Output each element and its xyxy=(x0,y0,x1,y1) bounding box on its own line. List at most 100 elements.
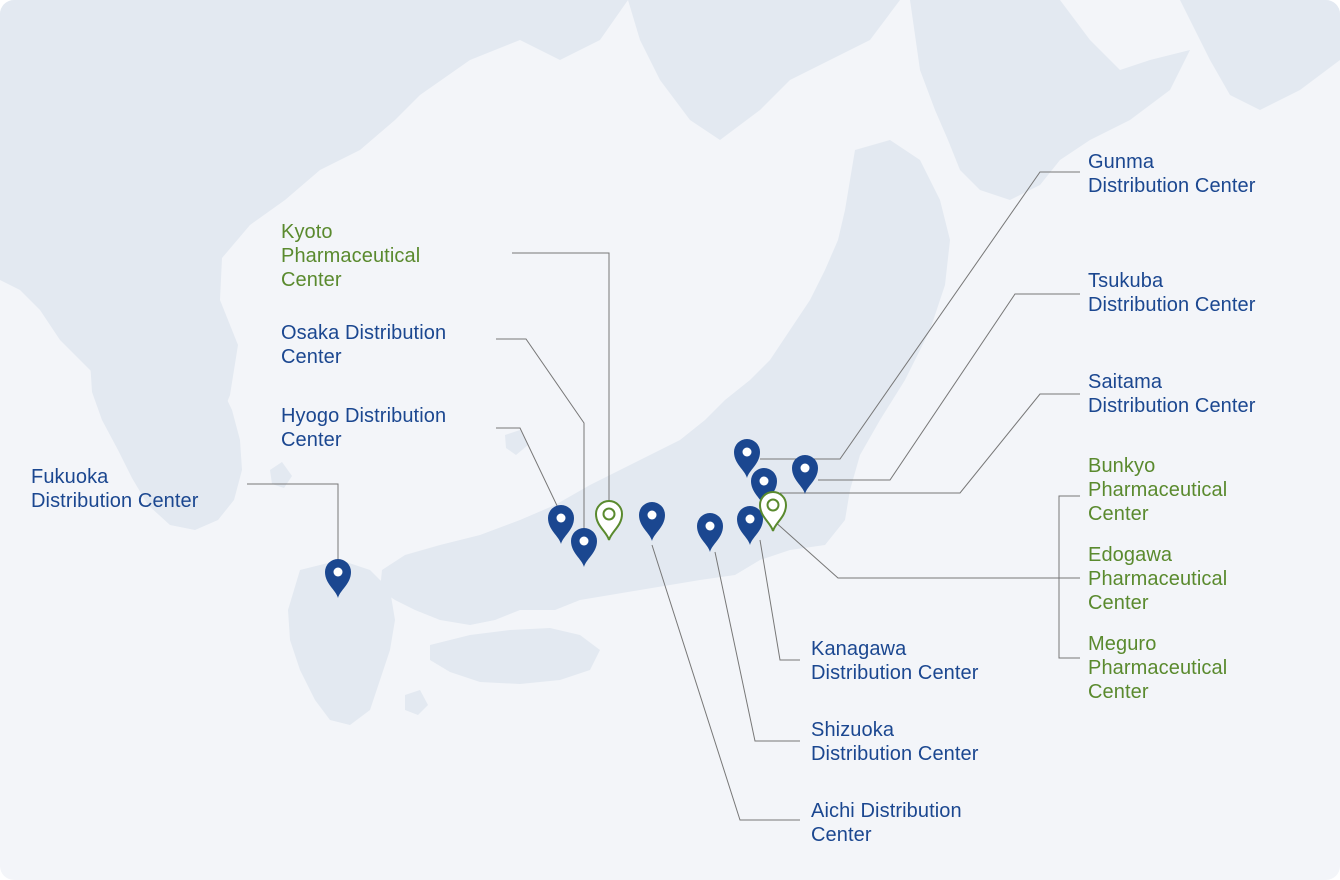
label-line: Shizuoka xyxy=(811,719,895,741)
label-kyoto-pharmaceutical-center[interactable]: Kyoto Pharmaceutical Center xyxy=(281,220,420,292)
leader-line xyxy=(247,483,339,572)
label-fukuoka-distribution-center[interactable]: Fukuoka Distribution Center xyxy=(31,465,199,513)
small-island xyxy=(505,430,528,455)
label-line: Gunma xyxy=(1088,151,1155,173)
label-line: Meguro xyxy=(1088,633,1157,655)
label-aichi-distribution-center[interactable]: Aichi Distribution Center xyxy=(811,799,962,847)
leader-line xyxy=(496,338,585,540)
pin-body xyxy=(325,559,351,598)
label-line: Center xyxy=(281,429,342,451)
label-line: Center xyxy=(811,824,872,846)
pin-body xyxy=(571,528,597,567)
pin-body xyxy=(751,468,777,507)
label-line: Center xyxy=(1088,592,1149,614)
label-line: Kyoto xyxy=(281,221,333,243)
map-pin-filled-icon[interactable] xyxy=(571,528,597,567)
label-line: Center xyxy=(1088,503,1149,525)
map-pin-filled-icon[interactable] xyxy=(792,455,818,494)
map-pin-outline-icon[interactable] xyxy=(758,491,788,532)
label-line: Pharmaceutical xyxy=(281,245,421,267)
label-kanagawa-distribution-center[interactable]: Kanagawa Distribution Center xyxy=(811,637,979,685)
pin-dot xyxy=(800,463,810,473)
label-line: Bunkyo xyxy=(1088,455,1156,477)
pin-dot xyxy=(766,498,780,512)
map-pin-filled-icon[interactable] xyxy=(734,439,760,478)
pin-dot xyxy=(647,510,657,520)
sakhalin-island xyxy=(1180,0,1340,110)
label-bunkyo-pharmaceutical-center[interactable]: Bunkyo Pharmaceutical Center xyxy=(1088,454,1227,526)
pin-dot xyxy=(742,447,752,457)
map-pin-outline-icon[interactable] xyxy=(594,500,624,541)
leader-line xyxy=(714,551,800,742)
pin-dot xyxy=(745,514,755,524)
label-line: Hyogo Distribution xyxy=(281,405,447,427)
leader-line xyxy=(651,544,800,821)
label-line: Pharmaceutical xyxy=(1088,479,1228,501)
label-hyogo-distribution-center[interactable]: Hyogo Distribution Center xyxy=(281,404,446,452)
label-line: Aichi Distribution xyxy=(811,800,962,822)
pin-body xyxy=(737,506,763,545)
leader-line xyxy=(759,539,800,661)
small-island xyxy=(270,462,292,488)
label-line: Center xyxy=(281,269,342,291)
map-pin-filled-icon[interactable] xyxy=(548,505,574,544)
label-line: Distribution Center xyxy=(31,490,199,512)
pin-dot xyxy=(705,521,715,531)
pin-body xyxy=(734,439,760,478)
pin-body xyxy=(792,455,818,494)
label-line: Distribution Center xyxy=(1088,175,1256,197)
label-line: Distribution Center xyxy=(811,743,979,765)
label-line: Tsukuba xyxy=(1088,270,1164,292)
label-line: Pharmaceutical xyxy=(1088,568,1228,590)
mainland-landmass xyxy=(0,0,628,440)
leader-line xyxy=(512,252,610,510)
label-line: Distribution Center xyxy=(1088,294,1256,316)
location-pins xyxy=(325,439,818,598)
label-line: Center xyxy=(281,346,342,368)
label-line: Pharmaceutical xyxy=(1088,657,1228,679)
map-pin-filled-icon[interactable] xyxy=(639,502,665,541)
label-shizuoka-distribution-center[interactable]: Shizuoka Distribution Center xyxy=(811,718,979,766)
label-line: Edogawa xyxy=(1088,544,1173,566)
pin-body xyxy=(697,513,723,552)
leader-line xyxy=(772,519,1059,579)
leader-line xyxy=(780,393,1080,494)
small-island xyxy=(405,690,428,715)
label-gunma-distribution-center[interactable]: Gunma Distribution Center xyxy=(1088,150,1256,198)
label-tsukuba-distribution-center[interactable]: Tsukuba Distribution Center xyxy=(1088,269,1256,317)
pin-dot xyxy=(333,567,343,577)
label-line: Fukuoka xyxy=(31,466,109,488)
shikoku xyxy=(430,628,600,684)
map-pin-filled-icon[interactable] xyxy=(325,559,351,598)
map-pin-filled-icon[interactable] xyxy=(751,468,777,507)
label-line: Distribution Center xyxy=(1088,395,1256,417)
kyushu xyxy=(288,560,395,725)
pin-dot xyxy=(759,476,769,486)
pin-dot xyxy=(556,513,566,523)
pin-body xyxy=(639,502,665,541)
pin-dot xyxy=(579,536,589,546)
land-masses xyxy=(0,0,1340,725)
map-pin-filled-icon[interactable] xyxy=(697,513,723,552)
label-line: Distribution Center xyxy=(811,662,979,684)
korean-peninsula xyxy=(90,345,242,530)
label-line: Center xyxy=(1088,681,1149,703)
pin-body xyxy=(548,505,574,544)
label-line: Saitama xyxy=(1088,371,1163,393)
label-edogawa-pharmaceutical-center[interactable]: Edogawa Pharmaceutical Center xyxy=(1088,543,1227,615)
label-line: Kanagawa xyxy=(811,638,907,660)
leader-line xyxy=(1058,495,1080,659)
leader-line xyxy=(496,427,562,515)
label-saitama-distribution-center[interactable]: Saitama Distribution Center xyxy=(1088,370,1256,418)
label-osaka-distribution-center[interactable]: Osaka Distribution Center xyxy=(281,321,446,369)
northern-mainland-coast xyxy=(628,0,900,140)
label-meguro-pharmaceutical-center[interactable]: Meguro Pharmaceutical Center xyxy=(1088,632,1227,704)
honshu xyxy=(380,140,950,625)
hokkaido xyxy=(910,0,1190,200)
label-line: Osaka Distribution xyxy=(281,322,447,344)
leader-line xyxy=(818,293,1080,481)
map-pin-filled-icon[interactable] xyxy=(737,506,763,545)
pin-dot xyxy=(602,507,616,521)
